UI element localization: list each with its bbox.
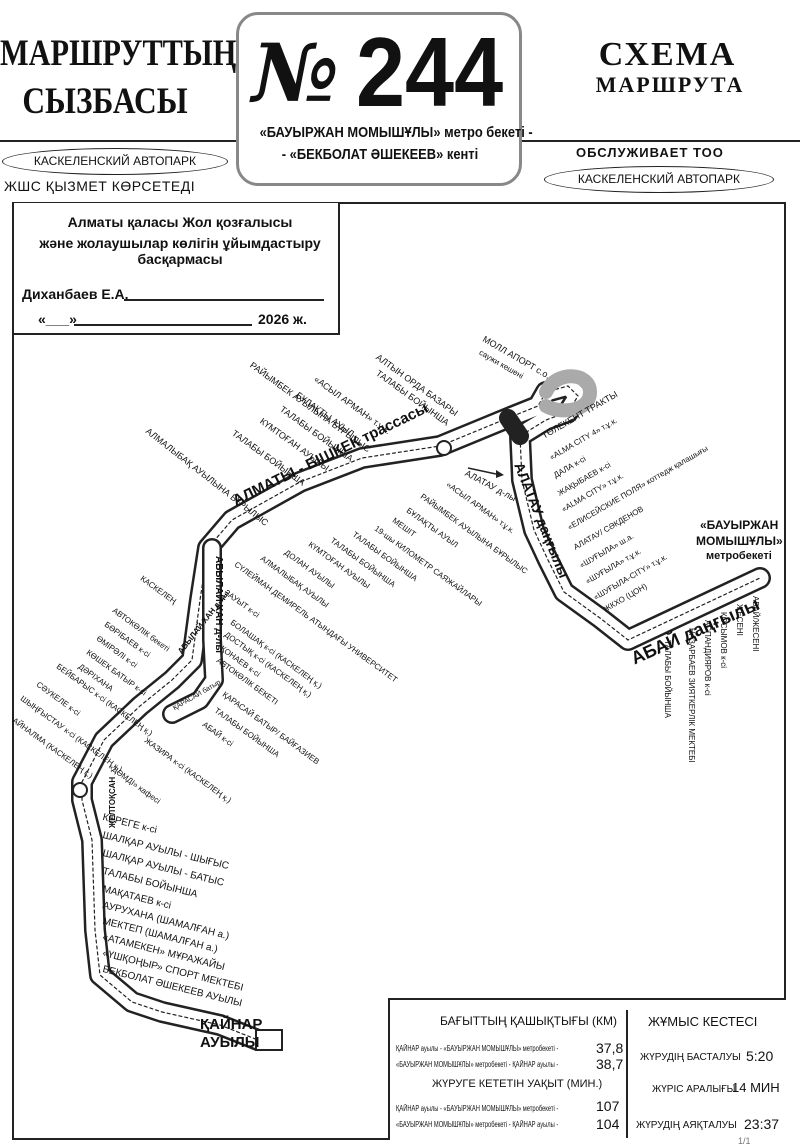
stop-label: КОСЫМОВ к-сі xyxy=(719,612,728,669)
start-label: ЖҮРУДІҢ БАСТАЛУЫ xyxy=(640,1052,741,1063)
end-value: 23:37 xyxy=(744,1116,780,1132)
operator-kz-text: ЖШС ҚЫЗМЕТ КӨРСЕТЕДІ xyxy=(4,178,196,194)
header-right-title-2: МАРШРУТА xyxy=(595,72,745,97)
time-row1-value: 107 xyxy=(596,1098,620,1114)
metro-label-line3: метробекеті xyxy=(706,550,772,562)
approval-org-line1: Алматы қаласы Жол қозғалысы xyxy=(67,214,293,230)
route-number-box xyxy=(236,12,522,186)
mall-loop xyxy=(539,369,597,418)
info-divider xyxy=(626,1010,628,1138)
distance-row2-value: 38,7 xyxy=(596,1056,624,1072)
approval-date-prefix: «___» xyxy=(38,311,77,327)
signature-line xyxy=(124,299,324,301)
stop-label: ТАЛАБЫ БОЙЫНША xyxy=(663,640,672,718)
alatau-arrow xyxy=(467,467,497,475)
end-label: ЖҮРУДІҢ АЯҚТАЛУЫ xyxy=(636,1120,737,1131)
info-panel xyxy=(388,998,786,1140)
alatau-arrow-head xyxy=(496,470,504,478)
metro-label-line2: МОМЫШҰЛЫ» xyxy=(696,534,783,548)
header-right-title-1: СХЕМА xyxy=(598,36,737,73)
page-number: 1/1 xyxy=(738,1136,751,1146)
route-description-2: - «БЕКБОЛАТ ӘШЕКЕЕВ» кенті xyxy=(281,146,479,163)
start-value: 5:20 xyxy=(746,1048,774,1064)
end-stop-line1: ҚАЙНАР xyxy=(200,1016,263,1033)
end-stop-line2: АУЫЛЫ xyxy=(200,1034,260,1051)
roundabout-kaskelen xyxy=(72,782,88,798)
stop-label: ЖЕСЕНІ xyxy=(735,604,744,636)
approval-org-line2: және жолаушылар көлігін ұйымдастыру басқ… xyxy=(39,235,321,267)
time-title: ЖҮРУГЕ КЕТЕТІН УАҚЫТ (МИН.) xyxy=(432,1078,603,1090)
abylai-khan-loop-inner xyxy=(164,540,222,722)
roundabout-almaty-bishkek xyxy=(436,440,452,456)
stop-label: АБАЙ/ЖЕСЕНІ xyxy=(751,596,760,652)
route-path xyxy=(71,369,771,1051)
header-left-title-2: СЫЗБАСЫ xyxy=(22,81,188,122)
stop-label: НАЗАРБАЕВ ЗИЯТКЕРЛІК МЕКТЕБІ xyxy=(687,628,696,763)
operator-ru-oval: КАСКЕЛЕНСКИЙ АВТОПАРК xyxy=(544,166,774,193)
time-row2-label: «БАУЫРЖАН МОМЫШҰЛЫ» метробекеті - ҚАЙНАР… xyxy=(396,1120,559,1129)
approval-signatory: Диханбаев Е.А. xyxy=(22,286,129,302)
interval-value: 14 МИН xyxy=(732,1080,780,1095)
distance-row1-value: 37,8 xyxy=(596,1040,624,1056)
time-row2-value: 104 xyxy=(596,1116,620,1132)
approval-date-year: 2026 ж. xyxy=(258,311,307,327)
stop-label: АСПАНДИЯРОВ к-сі xyxy=(703,620,712,696)
operator-kz-oval: КАСКЕЛЕНСКИЙ АВТОПАРК xyxy=(2,148,228,175)
distance-row2-label: «БАУЫРЖАН МОМЫШҰЛЫ» метробекеті - ҚАЙНАР… xyxy=(396,1060,559,1069)
time-row1-label: ҚАЙНАР ауылы - «БАУЫРЖАН МОМЫШҰЛЫ» метро… xyxy=(396,1104,559,1113)
route-description-1: «БАУЫРЖАН МОМЫШҰЛЫ» метро бекеті - xyxy=(259,124,533,141)
approval-box xyxy=(14,203,340,335)
alatau-branch-outer xyxy=(499,409,529,445)
date-line xyxy=(74,324,252,326)
distance-title: БАҒЫТТЫҢ ҚАШЫҚТЫҒЫ (КМ) xyxy=(440,1014,618,1028)
operator-ru-text: ОБСЛУЖИВАЕТ ТОО xyxy=(576,145,724,160)
metro-label-line1: «БАУЫРЖАН xyxy=(700,518,779,532)
distance-row1-label: ҚАЙНАР ауылы - «БАУЫРЖАН МОМЫШҰЛЫ» метро… xyxy=(396,1044,559,1053)
end-terminal xyxy=(255,1029,283,1051)
interval-label: ЖҮРІС АРАЛЫҒЫ xyxy=(652,1084,736,1095)
schedule-title: ЖҰМЫС КЕСТЕСІ xyxy=(648,1014,758,1029)
route-road-inner xyxy=(73,377,769,1049)
number-sign: № xyxy=(252,26,339,120)
route-number: 244 xyxy=(356,17,504,127)
